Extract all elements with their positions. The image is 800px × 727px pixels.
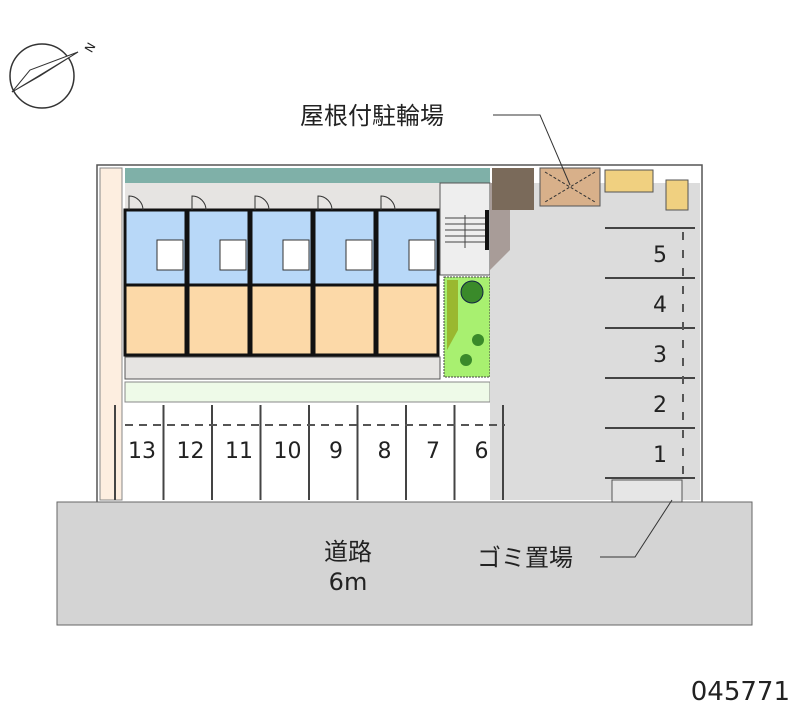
- apartment-unit: [312, 195, 377, 357]
- parking-number: 10: [274, 439, 302, 464]
- parking-number: 1: [653, 443, 667, 468]
- left-strip: [99, 167, 123, 501]
- parking-number: 13: [128, 439, 156, 464]
- stairs: [439, 182, 491, 276]
- roof-bicycle-parking: [539, 167, 601, 207]
- parking-number: 3: [653, 343, 667, 368]
- walkway: [125, 183, 440, 211]
- apartment-units: [123, 195, 440, 357]
- apartment-unit: [249, 195, 314, 357]
- property-id: 045771: [691, 677, 790, 707]
- bottom-parking-stalls: 13 12 11 10 9 8 7 6: [114, 405, 505, 500]
- bicycle-leader-line: [493, 114, 571, 186]
- road-label: 道路: [324, 538, 372, 566]
- garbage-area: [611, 479, 683, 503]
- compass-icon: N: [9, 40, 99, 109]
- apartment-unit: [186, 195, 251, 357]
- parking-lot: [490, 183, 700, 500]
- compass-north-label: N: [82, 40, 99, 55]
- grass-strip: [124, 381, 491, 403]
- parking-number: 6: [475, 439, 489, 464]
- parking-number: 5: [653, 243, 667, 268]
- parking-number: 9: [329, 439, 343, 464]
- parking-number: 12: [177, 439, 205, 464]
- right-parking-stalls: 5 4 3 2 1: [605, 227, 695, 479]
- rear-corridor: [124, 356, 441, 380]
- apartment-unit: [123, 195, 188, 357]
- apartment-unit: [375, 195, 440, 357]
- garden: [443, 276, 491, 378]
- teal-strip: [125, 168, 490, 183]
- parking-number: 11: [225, 439, 253, 464]
- parking-number: 2: [653, 393, 667, 418]
- bicycle-rack: [604, 169, 654, 193]
- parking-number: 8: [378, 439, 392, 464]
- parking-number: 4: [653, 293, 667, 318]
- garbage-label: ゴミ置場: [477, 544, 573, 572]
- roof-bicycle-parking-label: 屋根付駐輪場: [300, 102, 444, 130]
- road: [56, 501, 753, 626]
- road-width-label: 6m: [329, 568, 368, 596]
- parking-number: 7: [426, 439, 440, 464]
- garbage-leader-line: [600, 499, 673, 558]
- storage-box: [665, 179, 689, 211]
- bicycle-mat: [492, 168, 534, 210]
